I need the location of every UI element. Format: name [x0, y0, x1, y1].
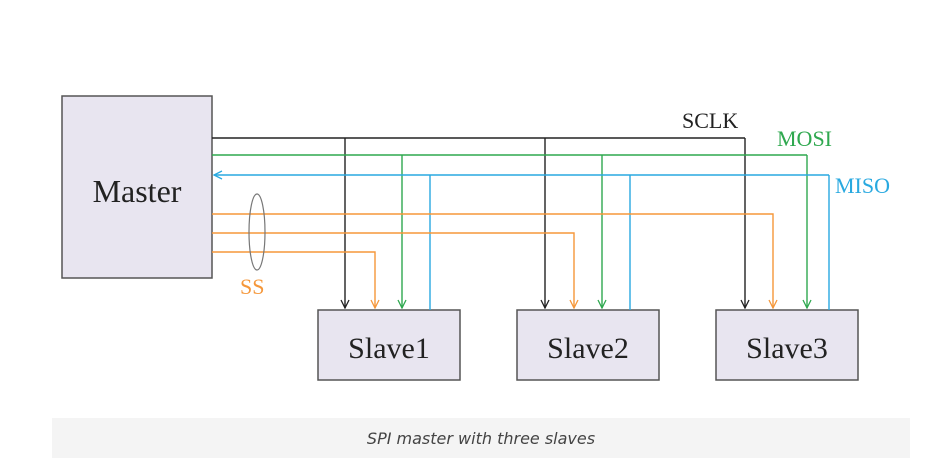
mosi-label: MOSI [777, 126, 832, 151]
ss-label: SS [240, 274, 264, 299]
slave-label-2: Slave2 [547, 332, 629, 365]
caption-bar: SPI master with three slaves [52, 418, 910, 458]
miso-bus [214, 175, 830, 310]
slave-label-3: Slave3 [746, 332, 828, 365]
ss-lines [212, 213, 773, 308]
caption: SPI master with three slaves [366, 428, 596, 448]
ss-line-slave2 [212, 232, 574, 308]
miso-label: MISO [835, 173, 890, 198]
ss-line-slave1 [212, 251, 375, 308]
slave-rect-3 [715, 309, 859, 381]
slave-label-1: Slave1 [348, 332, 430, 365]
ss-bundle-ellipse [248, 193, 266, 271]
slave-box-3: Slave3 [715, 309, 859, 381]
mosi-bus [212, 154, 807, 308]
master-box: Master [61, 95, 213, 279]
master-label: Master [93, 173, 182, 209]
master-rect [61, 95, 213, 279]
slave-box-2: Slave2 [516, 309, 660, 381]
slave-box-1: Slave1 [317, 309, 461, 381]
slave-rect-1 [317, 309, 461, 381]
sclk-bus [212, 137, 745, 308]
sclk-label: SCLK [682, 108, 738, 133]
slave-rect-2 [516, 309, 660, 381]
ss-line-slave3 [212, 213, 773, 308]
